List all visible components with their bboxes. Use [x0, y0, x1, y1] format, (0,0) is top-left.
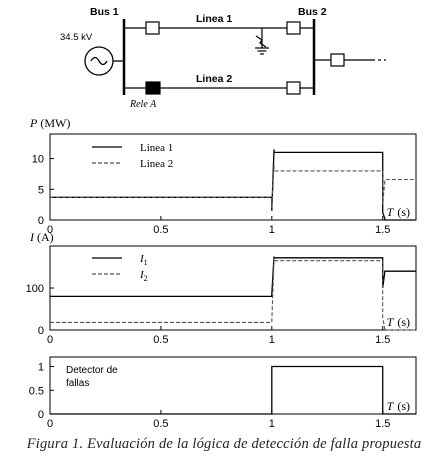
x-tick-label: 0.5	[153, 334, 168, 346]
breaker-line2-bus2	[286, 81, 301, 95]
x-tick-label: 1	[269, 334, 275, 346]
x-axis-label: T(s)	[387, 399, 410, 413]
x-tick-label: 0	[47, 334, 53, 346]
y-axis-label: I(A)	[29, 230, 54, 244]
x-axis-label: T(s)	[387, 315, 410, 329]
x-tick-label: 0.5	[153, 418, 168, 430]
y-tick-label: 1	[38, 362, 44, 374]
y-axis-label: P(MW)	[29, 116, 70, 130]
relay-a-label: Rele A	[129, 99, 157, 110]
line-1-label: Linea 1	[196, 13, 232, 25]
y-tick-label: 10	[32, 154, 44, 166]
y-tick-label: 0	[38, 215, 44, 227]
fault-ground-icon	[255, 28, 269, 55]
series-line-1	[50, 149, 416, 221]
bus-1-label: Bus 1	[90, 6, 119, 18]
line-2-label: Linea 2	[196, 73, 232, 85]
breaker-line1-bus2	[286, 21, 301, 35]
series-line-2	[50, 258, 416, 331]
legend-label: Linea 2	[140, 158, 173, 170]
panel-annotation: Detector de	[66, 365, 118, 376]
panel-annotation: fallas	[66, 378, 89, 389]
bus-2-label: Bus 2	[298, 6, 327, 18]
x-tick-label: 0	[47, 224, 53, 236]
x-axis-label: T(s)	[387, 205, 410, 219]
x-tick-label: 1.5	[375, 334, 390, 346]
breaker-bus2-out	[330, 53, 345, 67]
y-tick-label: 0	[38, 409, 44, 421]
x-tick-label: 1	[269, 224, 275, 236]
legend-label: Linea 1	[140, 142, 173, 154]
y-tick-label: 100	[26, 283, 44, 295]
legend-label: I1	[139, 253, 148, 267]
series-line-1	[50, 365, 416, 415]
relay-a-breaker	[145, 81, 161, 95]
series-line-2	[50, 164, 416, 208]
plot-frame	[49, 133, 417, 221]
x-tick-label: 1.5	[375, 418, 390, 430]
chart-panel-1: 0 0.5 1 1.5 0 5 10T(s) P(MW) Linea 1 Linea 2	[29, 116, 417, 236]
legend-label: I2	[139, 269, 148, 283]
figure-caption: Figura 1. Evaluación de la lógica de det…	[26, 436, 422, 452]
x-tick-label: 1.5	[375, 224, 390, 236]
sine-wave-icon	[90, 56, 108, 66]
series-line-1	[50, 256, 416, 298]
y-tick-label: 5	[38, 184, 44, 196]
x-tick-label: 0	[47, 418, 53, 430]
y-tick-label: 0	[38, 325, 44, 337]
breaker-line1-bus1	[145, 21, 160, 35]
source-voltage-label: 34.5 kV	[60, 32, 93, 43]
x-tick-label: 1	[269, 418, 275, 430]
y-tick-label: 0.5	[29, 385, 44, 397]
one-line-diagram	[84, 19, 386, 95]
x-tick-label: 0.5	[153, 224, 168, 236]
